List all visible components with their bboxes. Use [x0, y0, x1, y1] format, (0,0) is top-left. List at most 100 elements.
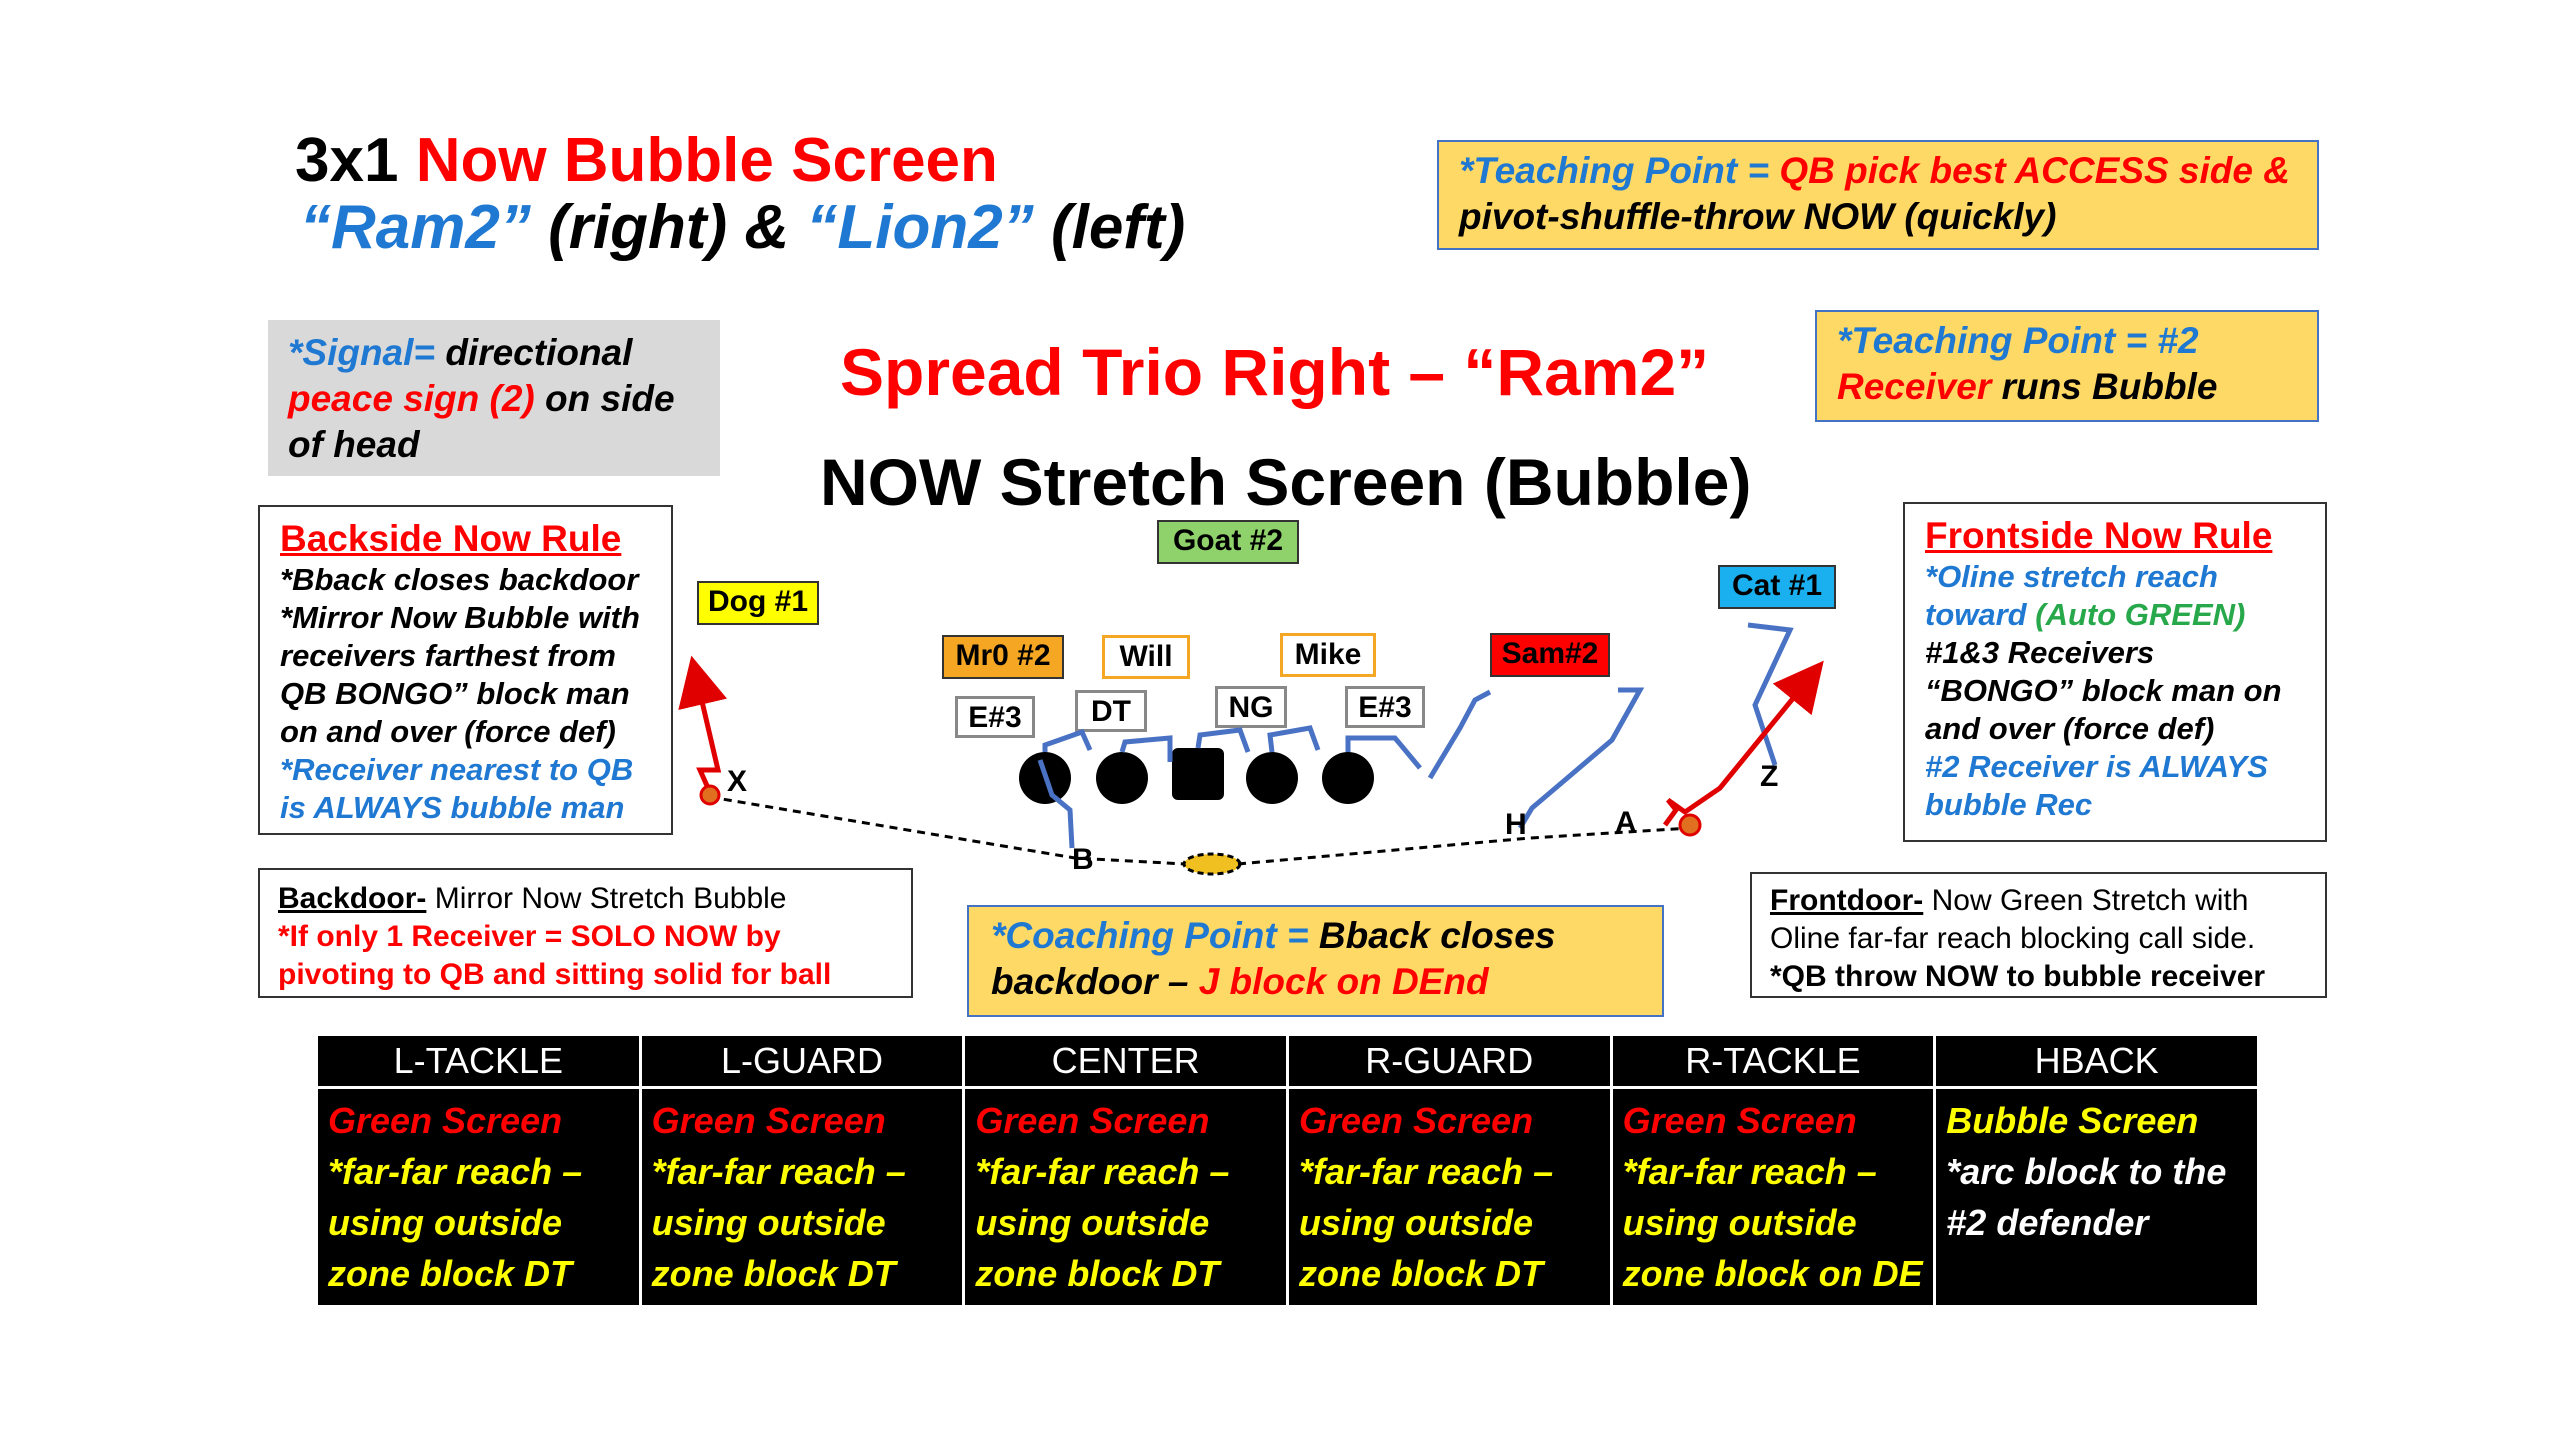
teaching-point-2-black: runs Bubble — [2001, 366, 2218, 407]
back-b-label: B — [1072, 843, 1094, 876]
frontdoor-text: Now Green Stretch with Oline far-far rea… — [1770, 884, 2256, 955]
defender-dog: Dog #1 — [697, 581, 819, 625]
receiver-z-label: Z — [1760, 760, 1779, 793]
frontside-rule-heading: Frontside Now Rule — [1925, 515, 2273, 556]
x-marker — [699, 784, 721, 806]
cell-l-guard: Green Screen *far-far reach – using outs… — [638, 1086, 966, 1308]
teaching-point-access: *Teaching Point = QB pick best ACCESS si… — [1437, 140, 2319, 250]
header-hback: HBACK — [1933, 1033, 2260, 1089]
z-route — [1747, 622, 1794, 766]
frontdoor-bold: *QB throw NOW to bubble receiver — [1770, 960, 2266, 993]
teaching-point-2-label: *Teaching Point = #2 — [1837, 320, 2199, 361]
teaching-point-label: *Teaching Point = — [1459, 150, 1770, 191]
cell-title: Green Screen — [1622, 1100, 1857, 1141]
defender-ng: NG — [1215, 686, 1287, 728]
cell-text: *far-far reach – using outside zone bloc… — [1622, 1151, 1923, 1294]
cell-text: *far-far reach – using outside zone bloc… — [1298, 1151, 1554, 1294]
backdoor-red: *If only 1 Receiver = SOLO NOW by pivoti… — [278, 920, 832, 991]
cell-text: *far-far reach – using outside zone bloc… — [975, 1151, 1230, 1294]
frontside-rule-line1: *Oline stretch reach toward — [1925, 559, 2218, 632]
formation-title: Spread Trio Right – “Ram2” — [840, 335, 1710, 409]
lineman-lt — [1019, 752, 1071, 804]
frontside-rule-green: (Auto GREEN) — [2035, 597, 2246, 632]
receiver-a-label: A — [1615, 806, 1637, 839]
a-route — [1662, 660, 1824, 827]
defender-e3-right: E#3 — [1345, 686, 1425, 728]
teaching-point-black: pivot-shuffle-throw NOW (quickly) — [1459, 196, 2057, 237]
defender-e3-left: E#3 — [955, 696, 1035, 738]
frontside-rule-box: Frontside Now Rule *Oline stretch reach … — [1903, 502, 2327, 842]
defender-will: Will — [1102, 635, 1190, 679]
header-r-guard: R-GUARD — [1285, 1033, 1613, 1089]
frontdoor-heading: Frontdoor- — [1770, 884, 1924, 917]
c-block — [1195, 727, 1251, 753]
defender-mr0: Mr0 #2 — [942, 635, 1064, 679]
blocking-table-row: Green Screen *far-far reach – using outs… — [315, 1086, 2260, 1308]
backside-rule-box: Backside Now Rule *Bback closes backdoor… — [258, 505, 673, 835]
cell-hback: Bubble Screen *arc block to the #2 defen… — [1933, 1086, 2260, 1308]
cell-title: Green Screen — [651, 1100, 886, 1141]
backdoor-box: Backdoor- Mirror Now Stretch Bubble *If … — [258, 868, 913, 998]
frontside-rule-line2: #1&3 Receivers “BONGO” block man on and … — [1925, 635, 2282, 746]
title-ram2: “Ram2” — [300, 193, 531, 262]
play-title: NOW Stretch Screen (Bubble) — [820, 445, 1752, 519]
defender-sam: Sam#2 — [1490, 633, 1610, 677]
receiver-x-label: X — [727, 765, 748, 798]
backdoor-heading: Backdoor- — [278, 882, 427, 915]
signal-label: *Signal= — [288, 332, 436, 373]
cell-r-guard: Green Screen *far-far reach – using outs… — [1285, 1086, 1613, 1308]
teaching-point-2-red: Receiver — [1837, 366, 1992, 407]
title-left: (left) — [1050, 193, 1186, 262]
cell-text: *far-far reach – using outside zone bloc… — [651, 1151, 906, 1294]
lt-block — [1042, 728, 1093, 752]
lineman-rg — [1246, 752, 1298, 804]
cell-title: Green Screen — [1298, 1100, 1534, 1141]
coaching-point-box: *Coaching Point = Bback closes backdoor … — [967, 905, 1664, 1017]
rg-block — [1267, 725, 1321, 753]
header-l-guard: L-GUARD — [638, 1033, 966, 1089]
blocking-table-header: L-TACKLE L-GUARD CENTER R-GUARD R-TACKLE… — [315, 1033, 2260, 1089]
defender-cat: Cat #1 — [1718, 565, 1836, 609]
signal-box: *Signal= directional peace sign (2) on s… — [268, 320, 720, 476]
frontside-rule-line3: #2 Receiver is ALWAYS bubble Rec — [1925, 749, 2268, 822]
defender-goat: Goat #2 — [1157, 520, 1299, 564]
title-right: (right) & — [548, 193, 790, 262]
cell-title: Bubble Screen — [1946, 1100, 2199, 1141]
title-line2: “Ram2” (right) & “Lion2” (left) — [300, 192, 1185, 263]
hback-arc — [1427, 689, 1492, 780]
x-route — [678, 655, 728, 799]
backside-rule-line2: *Mirror Now Bubble with receivers farthe… — [280, 600, 640, 749]
header-center: CENTER — [962, 1033, 1289, 1089]
backside-rule-line3: *Receiver nearest to QB is ALWAYS bubble… — [280, 752, 634, 825]
rt-block — [1345, 735, 1422, 770]
a-marker — [1678, 813, 1702, 837]
frontdoor-box: Frontdoor- Now Green Stretch with Oline … — [1750, 872, 2327, 998]
cell-text: *arc block to the #2 defender — [1946, 1151, 2227, 1243]
backside-pitch-line — [709, 795, 1186, 866]
lg-block — [1119, 735, 1173, 762]
header-r-tackle: R-TACKLE — [1609, 1033, 1937, 1089]
title-main: Now Bubble Screen — [415, 126, 998, 195]
backdoor-text: Mirror Now Stretch Bubble — [434, 882, 787, 915]
lineman-rt — [1322, 752, 1374, 804]
signal-black1: directional — [445, 332, 633, 373]
lineman-lg — [1096, 752, 1148, 804]
signal-black2: on side of head — [288, 378, 675, 465]
cell-l-tackle: Green Screen *far-far reach – using outs… — [315, 1086, 642, 1308]
coaching-point-red: J block on DEnd — [1198, 961, 1489, 1002]
lineman-center — [1172, 748, 1224, 800]
coaching-point-label: *Coaching Point = — [991, 915, 1309, 956]
coaching-point-black: Bback closes backdoor – — [991, 915, 1556, 1002]
bback-path — [1037, 759, 1075, 849]
defender-dt: DT — [1075, 690, 1147, 732]
cell-text: *far-far reach – using outside zone bloc… — [328, 1151, 583, 1294]
title-line1: 3x1 Now Bubble Screen — [295, 125, 998, 196]
backside-rule-heading: Backside Now Rule — [280, 518, 622, 559]
signal-red: peace sign (2) — [288, 378, 535, 419]
receiver-h-label: H — [1505, 808, 1527, 841]
teaching-point-red: QB pick best ACCESS side & — [1779, 150, 2290, 191]
teaching-point-bubble: *Teaching Point = #2 Receiver runs Bubbl… — [1815, 310, 2319, 422]
blocking-table: L-TACKLE L-GUARD CENTER R-GUARD R-TACKLE… — [315, 1033, 2260, 1308]
title-lion2: “Lion2” — [806, 193, 1034, 262]
cell-title: Green Screen — [328, 1100, 563, 1141]
